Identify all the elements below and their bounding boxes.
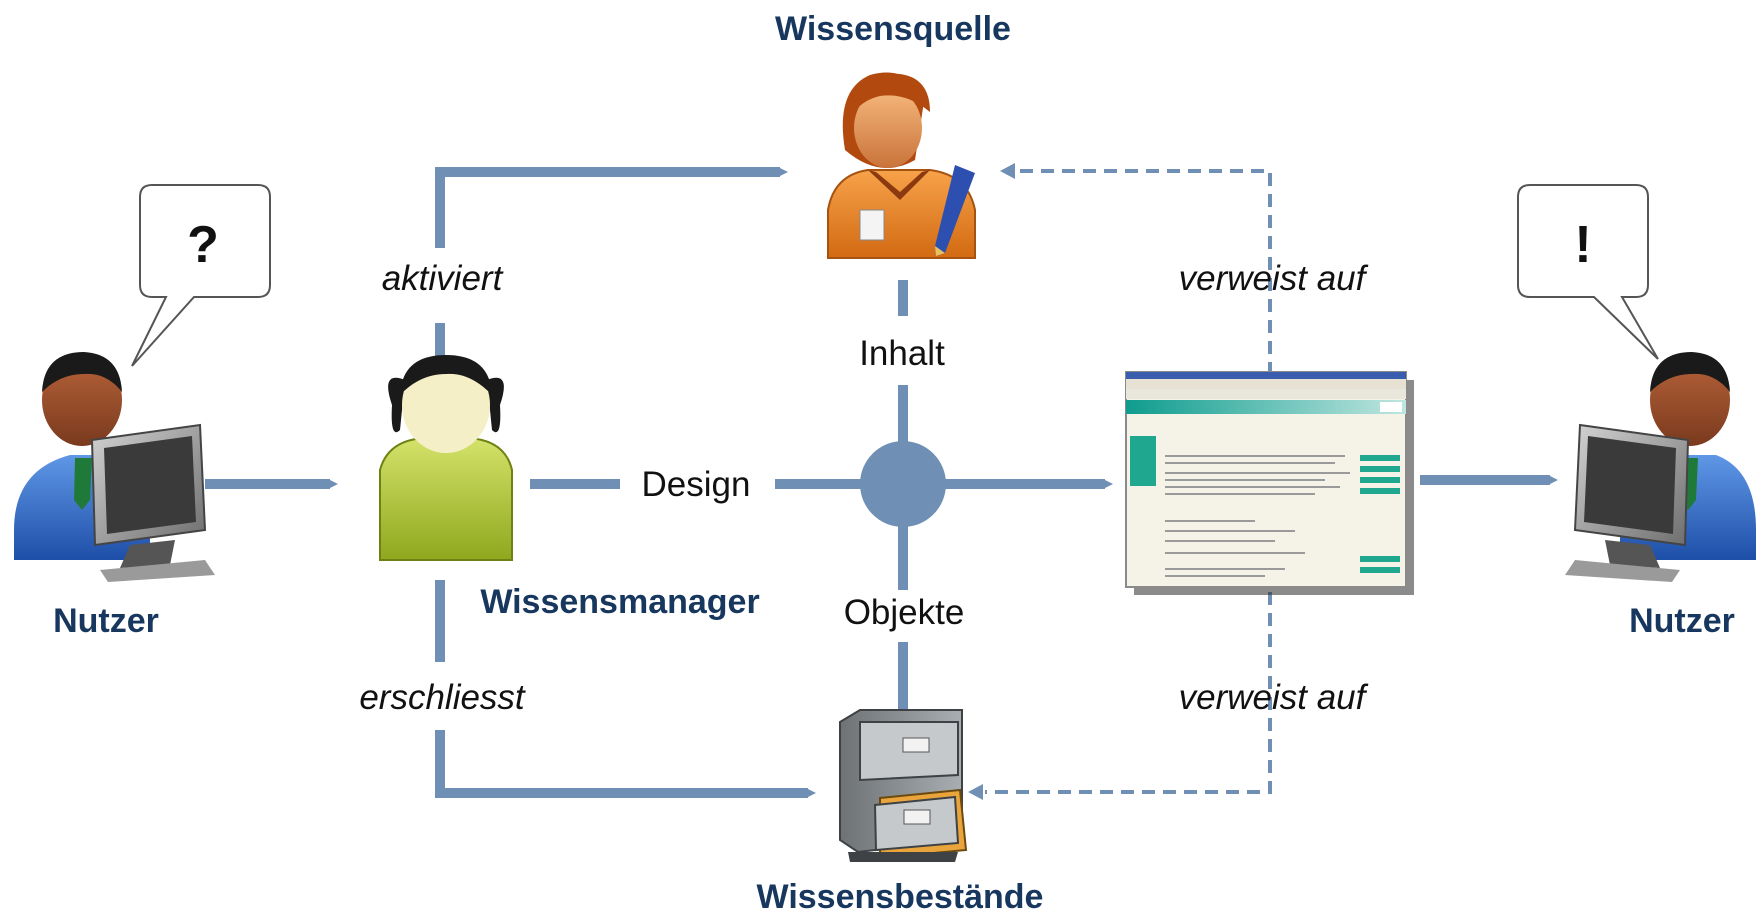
- knowledge-stocks-label: Wissensbestände: [757, 878, 1044, 916]
- opens-connector-lower: [435, 730, 816, 798]
- web-page-screenshot-icon: [1125, 371, 1414, 595]
- knowledge-source-label: Wissensquelle: [775, 10, 1011, 48]
- refers-top-label: verweist auf: [1179, 259, 1369, 298]
- knowledge-manager-label: Wissensmanager: [480, 583, 759, 621]
- speech-bubble-right: !: [1517, 184, 1659, 360]
- user-right-label: Nutzer: [1629, 602, 1735, 640]
- dashed-connectors: [985, 169, 1272, 794]
- user-right-icon: [1565, 352, 1756, 582]
- bubble-exclamation-mark: !: [1574, 216, 1591, 274]
- activates-label: aktiviert: [382, 259, 504, 298]
- user-left-icon: [14, 352, 215, 582]
- knowledge-source-icon: [827, 72, 976, 259]
- refers-bottom-connector: [985, 592, 1272, 794]
- knowledge-manager-icon: [379, 355, 513, 561]
- bubble-question-mark: ?: [187, 216, 219, 274]
- speech-bubble-left: ?: [131, 184, 271, 367]
- refers-bottom-label: verweist auf: [1179, 678, 1369, 717]
- objects-label: Objekte: [844, 593, 965, 632]
- opens-label: erschliesst: [359, 678, 526, 717]
- refers-top-connector: [1012, 169, 1272, 375]
- connectors: [205, 167, 1558, 798]
- knowledge-stocks-icon: [839, 709, 968, 862]
- user-left-label: Nutzer: [53, 602, 159, 640]
- activates-connector-upper: [435, 167, 788, 248]
- hub-circle: [860, 441, 946, 527]
- refers-bottom-arrowhead: [968, 784, 983, 800]
- design-label: Design: [642, 465, 751, 504]
- content-label: Inhalt: [859, 334, 945, 373]
- refers-top-arrowhead: [1000, 163, 1015, 179]
